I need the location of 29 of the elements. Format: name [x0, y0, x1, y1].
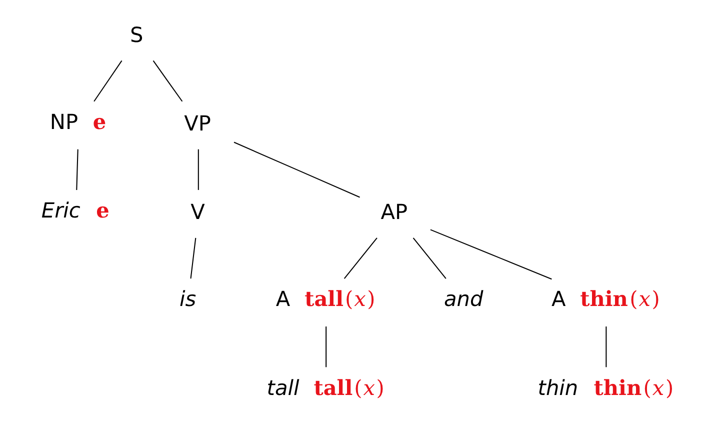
connector — [76, 149, 78, 190]
node-label: e — [92, 109, 106, 134]
connector — [234, 142, 360, 198]
node-text: A — [276, 287, 290, 312]
node-text: AP — [380, 200, 408, 224]
node-text: NP — [50, 110, 78, 134]
node-label: thin(x) — [580, 286, 660, 312]
node-text: VP — [184, 111, 211, 136]
node-text: is — [180, 287, 196, 312]
node-label: tall(x) — [304, 286, 376, 312]
node-text: A — [551, 287, 566, 312]
connector — [412, 238, 446, 279]
node-text: and — [444, 287, 484, 312]
node-text: V — [190, 200, 205, 224]
node-text: tall — [266, 376, 300, 400]
connector — [152, 60, 183, 102]
node-label: tall(x) — [314, 374, 384, 400]
connector — [198, 149, 199, 190]
node-label: e — [96, 198, 110, 223]
connector — [430, 229, 552, 280]
connector — [94, 60, 122, 102]
node-text: Eric — [41, 198, 80, 223]
connector — [190, 238, 196, 279]
connector — [606, 326, 607, 368]
connector — [326, 326, 327, 368]
node-text: S — [130, 22, 144, 47]
connector — [344, 238, 378, 279]
node-text: thin — [538, 376, 578, 400]
node-label: thin(x) — [594, 374, 674, 400]
